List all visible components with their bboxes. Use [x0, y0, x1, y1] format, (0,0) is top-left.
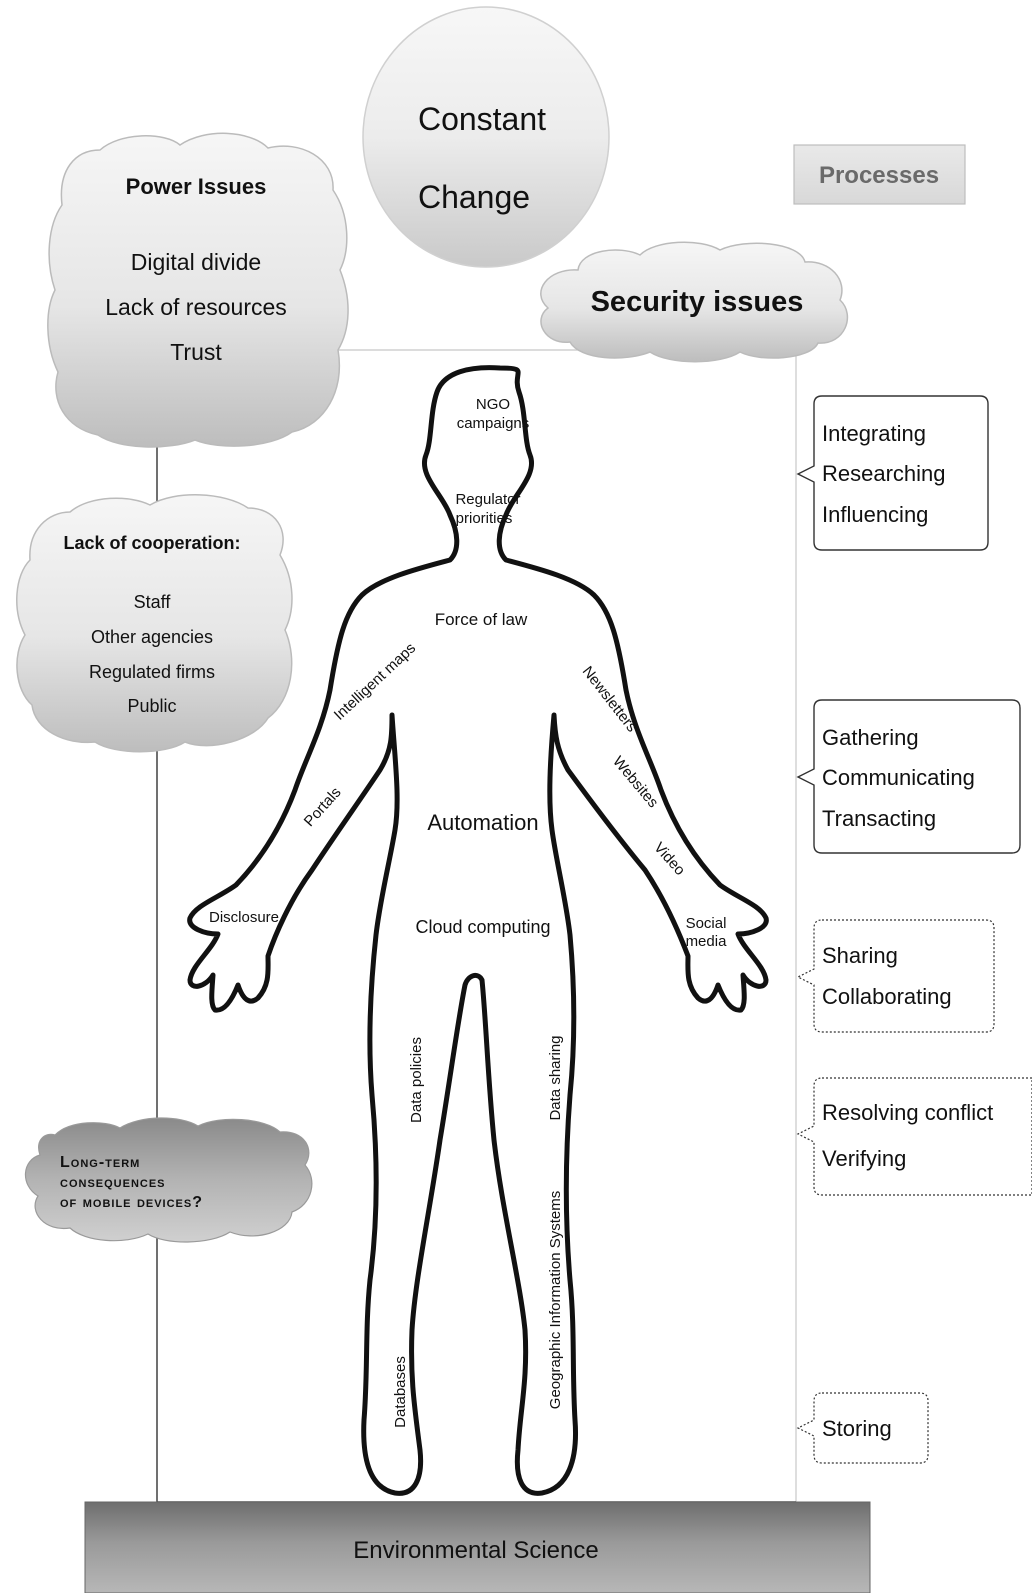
mobile-devices-cloud: Long-term consequences of mobile devices… [24, 1117, 313, 1243]
cooperation-title: Lack of cooperation: [63, 533, 240, 553]
mobile-line: Long-term [60, 1154, 140, 1171]
power-item: Digital divide [131, 249, 261, 275]
callout-item: Communicating [822, 765, 975, 790]
callout-item: Transacting [822, 806, 936, 831]
power-item: Lack of resources [105, 294, 287, 320]
circle-line-1: Constant [418, 101, 546, 137]
power-item: Trust [170, 339, 222, 365]
ngo-label: campaigns [457, 415, 530, 432]
data-policies-label: Data policies [408, 1037, 425, 1123]
regulator-label: Regulator [455, 491, 520, 508]
processes-box: Processes [793, 144, 966, 205]
security-issues-cloud: Security issues [540, 241, 849, 363]
callout-item: Influencing [822, 502, 928, 527]
cooperation-item: Other agencies [91, 627, 213, 647]
regulator-label: priorities [456, 510, 513, 527]
process-callout: Storing [796, 1392, 929, 1464]
cooperation-item: Regulated firms [89, 662, 215, 682]
mobile-line: of mobile devices? [60, 1194, 203, 1211]
cooperation-item: Public [127, 696, 176, 716]
lack-of-cooperation-cloud: Lack of cooperation: Staff Other agencie… [16, 494, 293, 753]
cooperation-item: Staff [134, 592, 172, 612]
process-callout: Sharing Collaborating [796, 919, 995, 1033]
cloud-computing-label: Cloud computing [415, 917, 550, 937]
callout-item: Storing [822, 1416, 892, 1441]
power-issues-cloud: Power Issues Digital divide Lack of reso… [47, 132, 349, 448]
callout-item: Gathering [822, 725, 919, 750]
mobile-line: consequences [60, 1174, 166, 1191]
environmental-science-bar: Environmental Science [84, 1501, 871, 1593]
processes-label: Processes [819, 162, 939, 189]
circle-line-2: Change [418, 179, 530, 215]
automation-label: Automation [427, 810, 538, 835]
process-callout: Integrating Researching Influencing [796, 395, 989, 551]
environmental-science-label: Environmental Science [353, 1537, 598, 1564]
databases-label: Databases [392, 1356, 409, 1428]
power-issues-title: Power Issues [126, 174, 267, 199]
constant-change-circle: Constant Change [362, 6, 610, 268]
callout-item: Resolving conflict [822, 1100, 993, 1125]
callout-item: Integrating [822, 421, 926, 446]
data-sharing-label: Data sharing [547, 1035, 564, 1120]
callout-item: Collaborating [822, 984, 952, 1009]
process-callout: Resolving conflict Verifying [796, 1077, 1032, 1196]
security-issues-label: Security issues [591, 286, 804, 318]
disclosure-label: Disclosure [209, 909, 279, 926]
force-of-law-label: Force of law [435, 610, 528, 629]
ngo-label: NGO [476, 396, 510, 413]
gis-label: Geographic Information Systems [547, 1191, 564, 1409]
process-callout: Gathering Communicating Transacting [796, 699, 1021, 854]
callout-item: Researching [822, 461, 946, 486]
social-media-label: media [686, 933, 728, 950]
callout-item: Verifying [822, 1146, 906, 1171]
social-media-label: Social [686, 915, 727, 932]
human-body-outline [187, 365, 769, 1496]
callout-item: Sharing [822, 943, 898, 968]
